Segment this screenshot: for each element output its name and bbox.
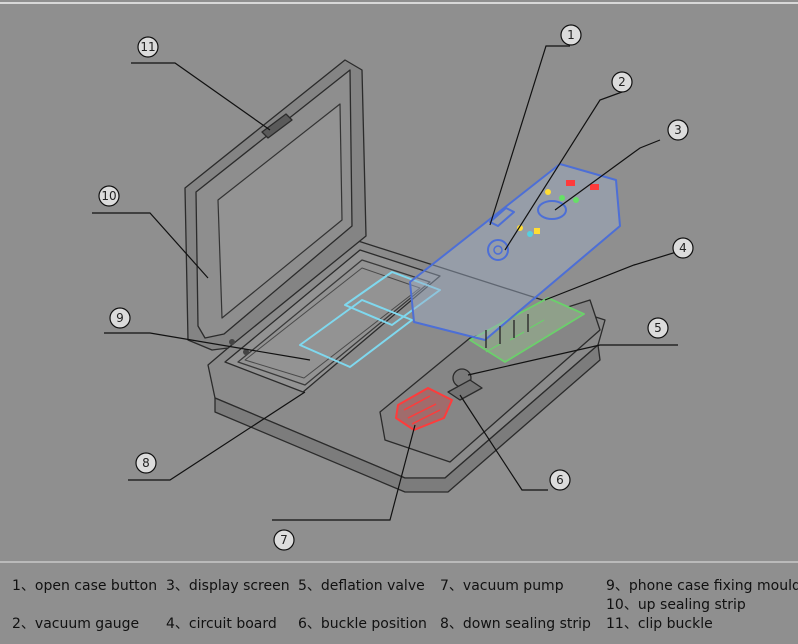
leader-7 xyxy=(272,424,416,521)
callout-11: 11 xyxy=(137,36,159,58)
callout-9-number: 9 xyxy=(116,311,124,325)
legend-item-1: 1、open case button xyxy=(12,578,157,594)
indicator-cyan xyxy=(527,231,533,237)
leader-9 xyxy=(104,332,311,361)
vacuum-gauge-shape xyxy=(487,239,509,261)
callout-1: 1 xyxy=(560,24,582,46)
callout-8: 8 xyxy=(135,452,157,474)
callout-5: 5 xyxy=(647,317,669,339)
callout-1-circle xyxy=(560,24,582,46)
circuit-board-shape xyxy=(469,297,585,363)
buckle-shape xyxy=(447,379,483,401)
callout-4-circle xyxy=(672,237,694,259)
leader-1 xyxy=(489,45,570,226)
legend-item-7: 7、vacuum pump xyxy=(440,578,564,594)
leader-3 xyxy=(554,139,661,211)
display-screen-shape xyxy=(537,200,567,220)
callout-8-number: 8 xyxy=(142,456,150,470)
callout-2-number: 2 xyxy=(618,75,626,89)
callout-4-number: 4 xyxy=(679,241,687,255)
leader-10 xyxy=(92,212,209,279)
callout-5-circle xyxy=(647,317,669,339)
callout-11-circle xyxy=(137,36,159,58)
leader-2 xyxy=(504,91,623,251)
device-illustration xyxy=(184,59,621,493)
callout-6: 6 xyxy=(549,469,571,491)
leader-lines xyxy=(92,45,684,521)
callout-10-number: 10 xyxy=(101,189,116,203)
leader-4 xyxy=(544,249,684,301)
callout-4: 4 xyxy=(672,237,694,259)
legend: 1、open case button 2、vacuum gauge 3、disp… xyxy=(12,578,798,632)
callout-2-circle xyxy=(611,71,633,93)
hinge-right xyxy=(243,349,249,355)
vacuum-pump-shape xyxy=(395,387,453,431)
indicator-yellow-3 xyxy=(534,228,540,234)
vacuum-gauge-center xyxy=(493,245,503,255)
indicator-yellow-1 xyxy=(545,189,551,195)
phone-mould-front xyxy=(299,299,413,368)
indicator-red-1 xyxy=(566,180,575,186)
legend-item-5: 5、deflation valve xyxy=(298,578,425,594)
callout-2: 2 xyxy=(611,71,633,93)
control-panel-edge xyxy=(413,225,621,341)
legend-item-8: 8、down sealing strip xyxy=(440,616,591,632)
callout-9-circle xyxy=(109,307,131,329)
callout-3-number: 3 xyxy=(674,123,682,137)
legend-item-10: 10、up sealing strip xyxy=(606,597,746,613)
clip-buckle-shape xyxy=(261,113,293,139)
leader-5 xyxy=(467,344,678,376)
legend-item-9: 9、phone case fixing mould xyxy=(606,578,798,594)
hinge-left xyxy=(229,339,235,345)
callout-3: 3 xyxy=(667,119,689,141)
circuit-traces xyxy=(485,319,545,353)
leader-11 xyxy=(131,62,271,131)
callout-10: 10 xyxy=(98,185,120,207)
callout-7-circle xyxy=(273,529,295,551)
callout-6-number: 6 xyxy=(556,473,564,487)
callout-7-number: 7 xyxy=(280,533,288,547)
legend-item-11: 11、clip buckle xyxy=(606,616,713,632)
phone-mould-back xyxy=(344,271,441,326)
tray-floor xyxy=(244,267,421,379)
callouts: 1 2 3 4 5 6 7 8 xyxy=(98,24,694,551)
callout-3-circle xyxy=(667,119,689,141)
indicator-red-2 xyxy=(590,184,599,190)
callout-10-circle xyxy=(98,185,120,207)
callout-7: 7 xyxy=(273,529,295,551)
callout-5-number: 5 xyxy=(654,321,662,335)
indicator-green-2 xyxy=(573,197,579,203)
callout-8-circle xyxy=(135,452,157,474)
indicator-green-1 xyxy=(559,195,565,201)
lid-inner-panel xyxy=(217,103,343,319)
leader-6 xyxy=(459,394,548,491)
callout-1-number: 1 xyxy=(567,28,575,42)
legend-item-6: 6、buckle position xyxy=(298,616,427,632)
open-case-button-shape xyxy=(489,207,515,227)
legend-item-3: 3、display screen xyxy=(166,578,290,594)
tray-inner xyxy=(237,259,431,386)
callout-11-number: 11 xyxy=(140,40,155,54)
panel-screws xyxy=(485,314,529,348)
legend-item-2: 2、vacuum gauge xyxy=(12,616,139,632)
base-side xyxy=(214,344,601,493)
leader-8 xyxy=(128,391,306,481)
callout-6-circle xyxy=(549,469,571,491)
legend-item-4: 4、circuit board xyxy=(166,616,277,632)
pump-ribs xyxy=(403,395,441,425)
callout-9: 9 xyxy=(109,307,131,329)
